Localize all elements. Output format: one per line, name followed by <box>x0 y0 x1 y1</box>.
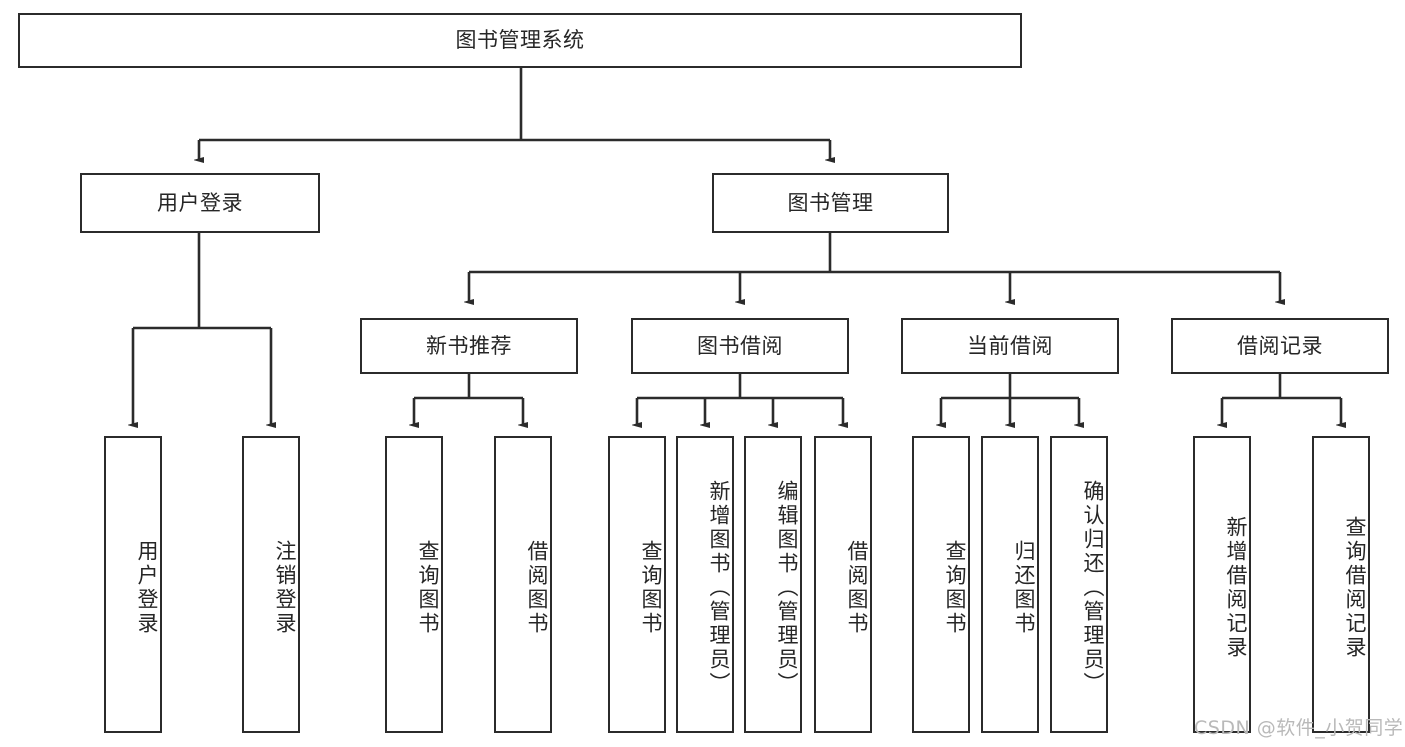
node-leaf-borrow-book-2[interactable]: 借阅图书 <box>814 436 872 733</box>
node-leaf-edit-book[interactable]: 编辑图书（管理员） <box>744 436 802 733</box>
node-current-borrow[interactable]: 当前借阅 <box>901 318 1119 374</box>
node-leaf-confirm-return[interactable]: 确认归还（管理员） <box>1050 436 1108 733</box>
node-leaf-confirm-return-label: 确认归还（管理员） <box>1081 479 1105 696</box>
node-leaf-user-logout[interactable]: 注销登录 <box>242 436 300 733</box>
node-leaf-borrow-book-1[interactable]: 借阅图书 <box>494 436 552 733</box>
node-leaf-borrow-book-1-label: 借阅图书 <box>525 539 549 636</box>
node-leaf-return-book[interactable]: 归还图书 <box>981 436 1039 733</box>
node-root-label: 图书管理系统 <box>455 28 585 53</box>
node-root[interactable]: 图书管理系统 <box>18 13 1022 68</box>
node-leaf-query-record[interactable]: 查询借阅记录 <box>1312 436 1370 733</box>
node-user-login[interactable]: 用户登录 <box>80 173 320 233</box>
node-leaf-add-book[interactable]: 新增图书（管理员） <box>676 436 734 733</box>
node-leaf-user-login-label: 用户登录 <box>135 539 159 636</box>
node-leaf-query-book-1[interactable]: 查询图书 <box>385 436 443 733</box>
node-leaf-query-book-1-label: 查询图书 <box>416 539 440 636</box>
node-book-borrow-label: 图书借阅 <box>697 333 783 358</box>
node-leaf-query-book-3[interactable]: 查询图书 <box>912 436 970 733</box>
node-new-book-recommend-label: 新书推荐 <box>426 333 512 358</box>
node-new-book-recommend[interactable]: 新书推荐 <box>360 318 578 374</box>
node-leaf-query-book-2[interactable]: 查询图书 <box>608 436 666 733</box>
node-leaf-user-logout-label: 注销登录 <box>273 539 297 636</box>
node-leaf-add-record[interactable]: 新增借阅记录 <box>1193 436 1251 733</box>
watermark: CSDN @软件_小贺同学 <box>1194 717 1404 739</box>
node-leaf-return-book-label: 归还图书 <box>1012 539 1036 636</box>
node-borrow-record[interactable]: 借阅记录 <box>1171 318 1389 374</box>
node-leaf-borrow-book-2-label: 借阅图书 <box>845 539 869 636</box>
node-leaf-query-book-2-label: 查询图书 <box>639 539 663 636</box>
node-leaf-add-book-label: 新增图书（管理员） <box>707 479 731 696</box>
node-book-manage-label: 图书管理 <box>787 190 874 215</box>
node-book-borrow[interactable]: 图书借阅 <box>631 318 849 374</box>
node-current-borrow-label: 当前借阅 <box>967 333 1053 358</box>
node-leaf-query-book-3-label: 查询图书 <box>943 539 967 636</box>
node-leaf-add-record-label: 新增借阅记录 <box>1224 515 1248 660</box>
node-leaf-query-record-label: 查询借阅记录 <box>1343 515 1367 660</box>
node-leaf-user-login[interactable]: 用户登录 <box>104 436 162 733</box>
node-user-login-label: 用户登录 <box>157 190 243 215</box>
node-book-manage[interactable]: 图书管理 <box>712 173 949 233</box>
node-leaf-edit-book-label: 编辑图书（管理员） <box>775 479 799 696</box>
node-borrow-record-label: 借阅记录 <box>1237 333 1323 358</box>
